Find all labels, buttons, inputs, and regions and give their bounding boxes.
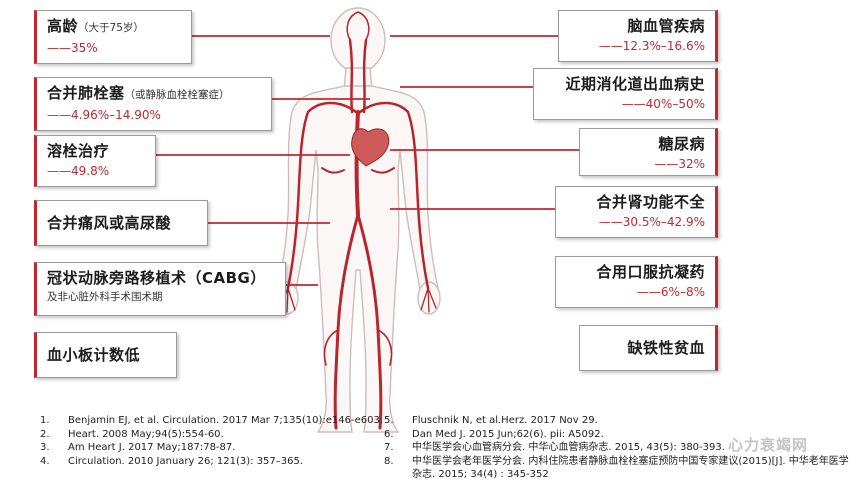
reference-item: 6.Dan Med J. 2015 Jun;62(6). pii: A5092. (384, 428, 604, 440)
diabetes-title: 糖尿病 (658, 135, 705, 153)
arterial-network (279, 11, 437, 430)
cabg-title: 冠状动脉旁路移植术（CABG） (47, 269, 266, 287)
pulmonary-embolism-value: ——4.96%–14.90% (47, 108, 161, 122)
iron-deficiency-anemia-title: 缺铁性贫血 (627, 338, 705, 357)
age-title: 高龄 (47, 17, 79, 35)
renal-insufficiency-title: 合并肾功能不全 (596, 193, 705, 211)
oral-anticoagulant-value: ——6%–8% (636, 285, 705, 299)
cabg-note: 及非心脏外科手术围术期 (47, 291, 163, 303)
risk-factor-oral-anticoagulant: 合用口服抗凝药 ——6%–8% (555, 256, 718, 308)
thrombolysis-value: ——49.8% (47, 164, 110, 178)
risk-factor-low-platelet: 血小板计数低 (34, 332, 177, 378)
gi-bleeding-value: ——40%–50% (621, 97, 705, 111)
risk-factor-gi-bleeding: 近期消化道出血病史 ——40%–50% (533, 68, 718, 120)
age-value: ——35% (47, 41, 98, 55)
risk-factor-diabetes: 糖尿病 ——32% (579, 128, 718, 176)
pulmonary-embolism-title: 合并肺栓塞 (47, 84, 125, 102)
risk-factor-pulmonary-embolism: 合并肺栓塞（或静脉血栓栓塞症） ——4.96%–14.90% (34, 77, 272, 131)
risk-factor-age: 高龄（大于75岁） ——35% (34, 10, 192, 64)
reference-item: 1.Benjamin EJ, et al. Circulation. 2017 … (40, 415, 383, 426)
risk-factor-renal-insufficiency: 合并肾功能不全 ——30.5%–42.9% (555, 186, 718, 238)
human-body-silhouette (275, 7, 441, 433)
leader-lines (155, 35, 579, 286)
gout-title: 合并痛风或高尿酸 (47, 213, 172, 232)
reference-item: 3.Am Heart J. 2017 May;187:78-87. (40, 442, 236, 453)
watermark-logo: 心力衰竭网 (728, 436, 809, 454)
oral-anticoagulant-title: 合用口服抗凝药 (596, 263, 705, 281)
renal-insufficiency-value: ——30.5%–42.9% (598, 215, 705, 229)
reference-item: 8.中华医学会老年医学分会. 内科住院患者静脉血栓栓塞症预防中国专家建议(201… (384, 455, 849, 481)
reference-item: 2.Heart. 2008 May;94(5):554-60. (40, 428, 224, 440)
thrombolysis-title: 溶栓治疗 (47, 142, 110, 160)
reference-item: 7.中华医学会心血管病分会. 中华心血管病杂志. 2015, 43(5): 38… (384, 442, 725, 453)
reference-item: 4.Circulation. 2010 January 26; 121(3): … (40, 455, 304, 467)
risk-factor-thrombolysis: 溶栓治疗 ——49.8% (34, 135, 156, 187)
risk-factor-cabg: 冠状动脉旁路移植术（CABG） 及非心脏外科手术围术期 (34, 262, 286, 316)
diabetes-value: ——32% (654, 157, 705, 171)
references-right: 5.Fluschnik N, et al.Herz. 2017 Nov 29. … (384, 414, 852, 482)
pulmonary-embolism-subtitle: （或静脉血栓栓塞症） (124, 89, 230, 101)
references-left: 1.Benjamin EJ, et al. Circulation. 2017 … (40, 414, 383, 468)
age-subtitle: （大于75岁） (78, 22, 144, 34)
reference-item: 5.Fluschnik N, et al.Herz. 2017 Nov 29. (384, 415, 598, 426)
gi-bleeding-title: 近期消化道出血病史 (565, 75, 705, 93)
risk-factor-gout: 合并痛风或高尿酸 (34, 200, 208, 246)
cerebrovascular-title: 脑血管疾病 (627, 17, 705, 35)
cerebrovascular-value: ——12.3%–16.6% (598, 39, 705, 53)
low-platelet-title: 血小板计数低 (47, 345, 141, 364)
risk-factor-cerebrovascular: 脑血管疾病 ——12.3%–16.6% (558, 10, 718, 62)
heart-icon (351, 128, 390, 167)
risk-factor-iron-deficiency-anemia: 缺铁性贫血 (579, 325, 718, 371)
